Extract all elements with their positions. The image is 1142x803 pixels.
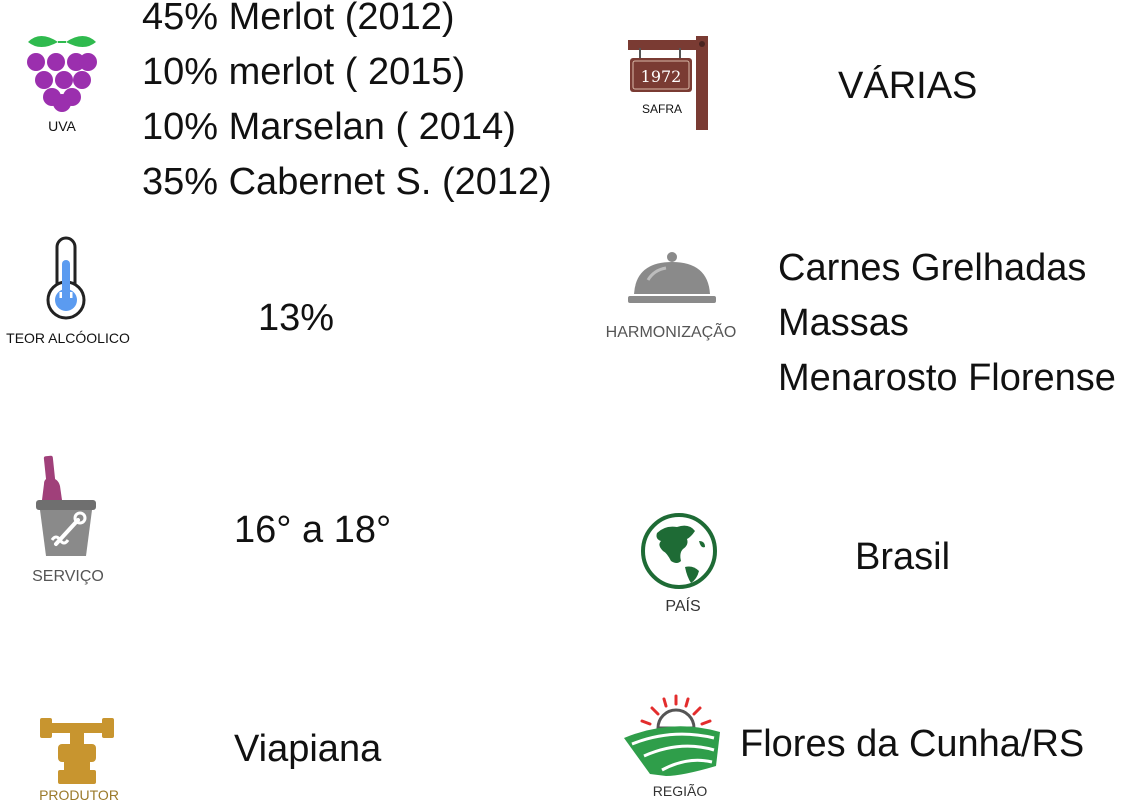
servico-caption: SERVIÇO — [32, 568, 104, 585]
uva-caption: UVA — [48, 118, 76, 134]
pais-value: Brasil — [855, 536, 951, 578]
cloche-icon — [628, 252, 716, 303]
teor-caption: TEOR ALCÓOLICO — [6, 330, 130, 346]
wine-bucket-icon — [36, 455, 96, 556]
harmonizacao-value-2: Massas — [778, 302, 909, 344]
grape-icon — [27, 36, 97, 112]
regiao-caption: REGIÃO — [652, 783, 708, 799]
globe-icon — [641, 513, 717, 589]
region-field-icon — [624, 694, 720, 776]
teor-value: 13% — [258, 297, 335, 339]
produtor-value: Viapiana — [234, 728, 382, 770]
faucet-icon — [40, 718, 114, 784]
pais-caption: PAÍS — [665, 598, 701, 615]
produtor-caption: PRODUTOR — [39, 787, 119, 803]
harmonizacao-caption: HARMONIZAÇÃO — [605, 324, 737, 341]
harmonizacao-value-3: Menarosto Florense — [778, 357, 1116, 399]
vintage-sign-icon: 1972 — [628, 36, 708, 130]
harmonizacao-value-1: Carnes Grelhadas — [778, 247, 1087, 289]
regiao-value: Flores da Cunha/RS — [740, 723, 1085, 765]
uva-value-1: 45% Merlot (2012) — [142, 0, 455, 38]
servico-value: 16° a 18° — [234, 509, 392, 551]
uva-value-4: 35% Cabernet S. (2012) — [142, 161, 552, 203]
vintage-sign-text: 1972 — [641, 67, 682, 86]
uva-value-2: 10% merlot ( 2015) — [142, 51, 466, 93]
uva-values: 45% Merlot (2012) 10% merlot ( 2015) 10%… — [142, 0, 552, 210]
harmonizacao-values: Carnes Grelhadas Massas Menarosto Floren… — [778, 241, 1116, 406]
uva-value-3: 10% Marselan ( 2014) — [142, 106, 516, 148]
safra-caption: SAFRA — [641, 102, 683, 116]
safra-value: VÁRIAS — [838, 65, 978, 107]
thermometer-icon — [46, 236, 86, 320]
